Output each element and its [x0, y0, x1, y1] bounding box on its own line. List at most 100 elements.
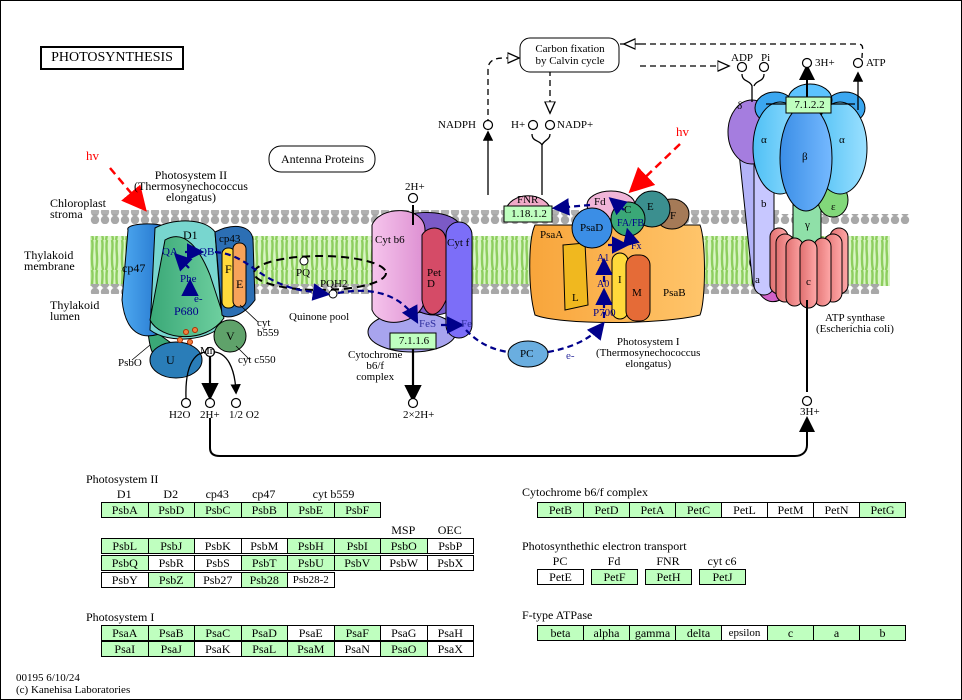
gene-header-label: cyt b559	[312, 487, 355, 501]
gene-psbx[interactable]: PsbX	[426, 555, 474, 571]
gene-psby[interactable]: PsbY	[101, 572, 149, 588]
gene-psab[interactable]: PsaB	[147, 625, 195, 641]
gene-psbt[interactable]: PsbT	[240, 555, 288, 571]
nadp-plus-label: NADP+	[557, 119, 594, 131]
map-id-date: 00195 6/10/24	[16, 672, 80, 684]
gene-psbk[interactable]: PsbK	[194, 538, 242, 554]
gene-psak[interactable]: PsaK	[194, 641, 242, 657]
gene-psai[interactable]: PsaI	[101, 641, 149, 657]
gene-psb28[interactable]: Psb28	[240, 572, 288, 588]
gene-petc[interactable]: PetC	[675, 502, 722, 518]
gene-psae[interactable]: PsaE	[287, 625, 335, 641]
gene-psb27[interactable]: Psb27	[194, 572, 242, 588]
pq-node[interactable]	[299, 256, 309, 266]
ec-7-1-2-2-box[interactable]	[785, 96, 832, 114]
gene-psbo[interactable]: PsbO	[380, 538, 428, 554]
atp-3h-plus-node	[801, 57, 813, 69]
gene-c[interactable]: c	[767, 625, 814, 641]
adp-label: ADP	[731, 52, 754, 64]
gene-psbq[interactable]: PsbQ	[101, 555, 149, 571]
psii-label-d1: D1	[183, 228, 198, 242]
plastocyanin[interactable]	[507, 340, 549, 368]
stroma-label: Chloroplast stroma	[50, 196, 106, 221]
psii-subunit-u	[149, 341, 203, 379]
ec-7-1-2-2[interactable]: 7.1.2.2	[794, 99, 825, 111]
gene-psbw[interactable]: PsbW	[380, 555, 428, 571]
gene-beta[interactable]: beta	[537, 625, 584, 641]
ec-1-18-1-2[interactable]: 1.18.1.2	[511, 208, 547, 220]
b6f-lumen-h-plus-node	[407, 397, 419, 409]
gene-psba[interactable]: PsbA	[101, 502, 149, 518]
gene-psbm[interactable]: PsbM	[240, 538, 288, 554]
gene-peth[interactable]: PetH	[645, 569, 692, 585]
gene-petn[interactable]: PetN	[813, 502, 860, 518]
metabolite-nodes[interactable]	[180, 57, 864, 409]
psi-label-l: L	[572, 292, 579, 304]
gene-psaj[interactable]: PsaJ	[147, 641, 195, 657]
gene-psbu[interactable]: PsbU	[287, 555, 335, 571]
gene-b[interactable]: b	[859, 625, 906, 641]
calvin-cycle-box[interactable]	[519, 37, 620, 73]
gene-psaf[interactable]: PsaF	[333, 625, 381, 641]
photosystem-i[interactable]	[529, 190, 705, 323]
gene-delta[interactable]: delta	[675, 625, 722, 641]
gene-psbr[interactable]: PsbR	[147, 555, 195, 571]
gene-psbe[interactable]: PsbE	[287, 502, 335, 518]
atp-label-gamma: γ	[805, 219, 810, 231]
gene-psbb[interactable]: PsbB	[240, 502, 288, 518]
gene-petj[interactable]: PetJ	[699, 569, 746, 585]
psii-title: Photosystem II (Thermosynechococcus elon…	[134, 168, 248, 204]
psii-electron-label: e-	[194, 293, 203, 305]
gene-psaa[interactable]: PsaA	[101, 625, 149, 641]
gene-petl[interactable]: PetL	[721, 502, 768, 518]
pqh2-node[interactable]	[328, 289, 338, 299]
pi-node	[758, 61, 770, 73]
pathway-title[interactable]: PHOTOSYNTHESIS	[40, 46, 184, 70]
gene-petf[interactable]: PetF	[591, 569, 638, 585]
atp-synthase[interactable]	[727, 83, 868, 309]
gene-psan[interactable]: PsaN	[333, 641, 381, 657]
gene-psbl[interactable]: PsbL	[101, 538, 149, 554]
gene-psbj[interactable]: PsbJ	[147, 538, 195, 554]
gene-pete[interactable]: PetE	[537, 569, 584, 585]
gene-psbd[interactable]: PsbD	[147, 502, 195, 518]
nadp-h-plus-label: H+	[511, 119, 526, 131]
gene-petm[interactable]: PetM	[767, 502, 814, 518]
gene-psbh[interactable]: PsbH	[287, 538, 335, 554]
lumen-3h-plus-node	[801, 395, 813, 407]
gene-psb28-2[interactable]: Psb28-2	[287, 572, 335, 588]
gene-alpha[interactable]: alpha	[583, 625, 630, 641]
gene-psbf[interactable]: PsbF	[333, 502, 381, 518]
gene-psad[interactable]: PsaD	[240, 625, 288, 641]
gene-psbc[interactable]: PsbC	[194, 502, 242, 518]
ec-7-1-1-6-box[interactable]	[389, 332, 437, 350]
gene-gamma[interactable]: gamma	[629, 625, 676, 641]
gene-psao[interactable]: PsaO	[380, 641, 428, 657]
cytochrome-b6f-complex[interactable]	[367, 210, 473, 353]
gene-a[interactable]: a	[813, 625, 860, 641]
gene-psbi[interactable]: PsbI	[333, 538, 381, 554]
gene-petd[interactable]: PetD	[583, 502, 630, 518]
gene-petb[interactable]: PetB	[537, 502, 584, 518]
ec-1-18-1-2-box[interactable]	[503, 205, 553, 223]
psii-label-psbo: PsbO	[118, 357, 142, 369]
gene-psah[interactable]: PsaH	[426, 625, 474, 641]
gene-psbz[interactable]: PsbZ	[147, 572, 195, 588]
cyt-b6-label: Cyt b6	[375, 234, 405, 246]
gene-epsilon[interactable]: epsilon	[721, 625, 768, 641]
psii-label-v: V	[226, 329, 235, 343]
atp-subunit-c-ring	[769, 227, 849, 309]
gene-psal[interactable]: PsaL	[240, 641, 288, 657]
antenna-proteins-box[interactable]	[268, 145, 376, 173]
fes-label: FeS	[419, 318, 437, 330]
ec-7-1-1-6[interactable]: 7.1.1.6	[398, 335, 430, 347]
gene-psbs[interactable]: PsbS	[194, 555, 242, 571]
gene-peta[interactable]: PetA	[629, 502, 676, 518]
gene-psbp[interactable]: PsbP	[426, 538, 474, 554]
gene-psam[interactable]: PsaM	[287, 641, 335, 657]
gene-psac[interactable]: PsaC	[194, 625, 242, 641]
gene-psag[interactable]: PsaG	[380, 625, 428, 641]
gene-psax[interactable]: PsaX	[426, 641, 474, 657]
gene-psbv[interactable]: PsbV	[333, 555, 381, 571]
gene-petg[interactable]: PetG	[859, 502, 906, 518]
